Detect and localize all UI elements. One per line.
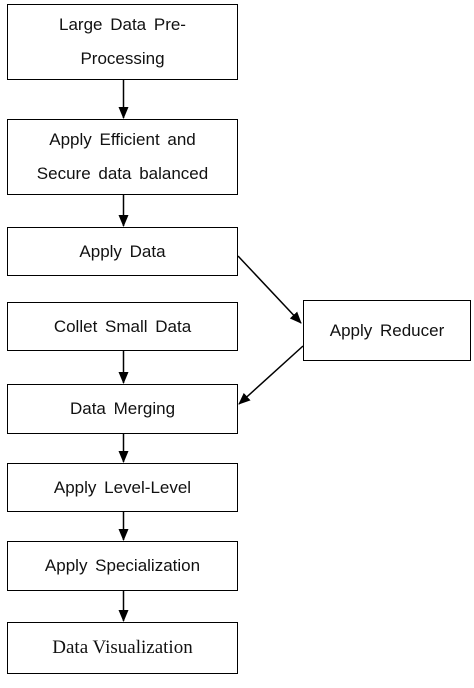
node-label: Collet Small Data	[53, 316, 192, 336]
node-label: Apply Level-Level	[53, 477, 192, 497]
node-label: Data Merging	[69, 399, 176, 418]
node-label: Apply Reducer	[329, 320, 445, 340]
node-label: Apply Specialization	[44, 556, 201, 575]
node-label: Apply Efficient and Secure data balanced	[36, 130, 209, 183]
node-apply-specialization: Apply Specialization	[7, 541, 238, 591]
node-label: Apply Data	[79, 241, 166, 261]
node-large-data-preprocessing: Large Data Pre- Processing	[7, 4, 238, 80]
node-data-merging: Data Merging	[7, 384, 238, 434]
node-apply-reducer: Apply Reducer	[303, 300, 471, 361]
node-label: Large Data Pre- Processing	[59, 15, 186, 68]
node-collect-small-data: Collet Small Data	[7, 302, 238, 351]
node-apply-efficient-secure: Apply Efficient and Secure data balanced	[7, 119, 238, 195]
arrow-reducer-to-merging	[238, 345, 304, 405]
node-label: Data Visualization	[52, 637, 193, 658]
node-apply-level-level: Apply Level-Level	[7, 463, 238, 512]
node-data-visualization: Data Visualization	[7, 622, 238, 674]
node-apply-data: Apply Data	[7, 227, 238, 276]
arrow-apply_data-to-reducer	[237, 255, 302, 324]
